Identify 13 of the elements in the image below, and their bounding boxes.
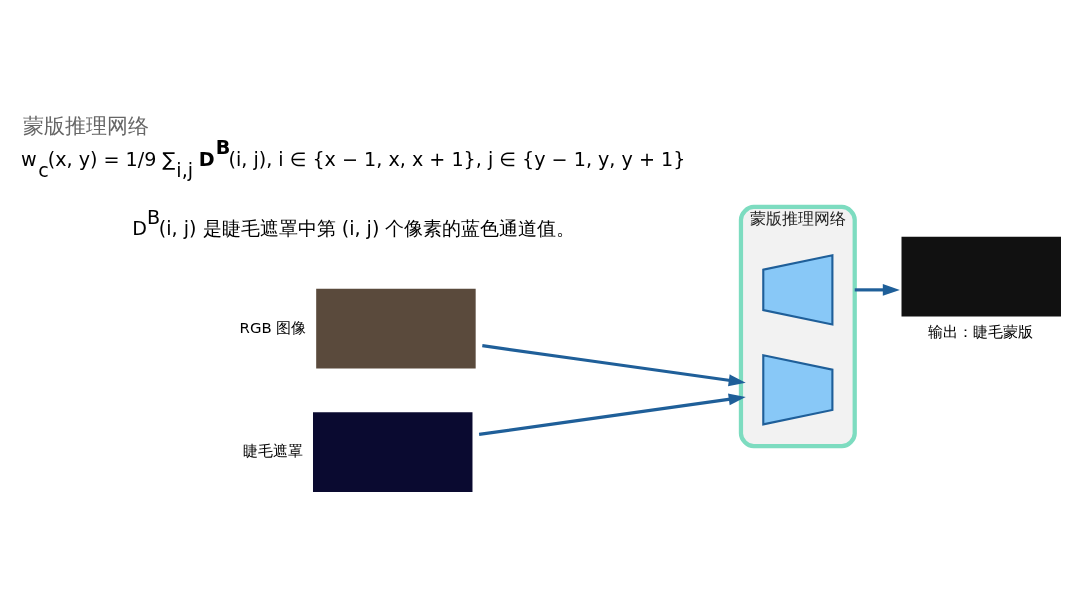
- node-label: 输出：睫毛蒙版: [928, 322, 1034, 341]
- node-trapezoid: [762, 253, 834, 326]
- node-box: [901, 236, 1061, 316]
- arrow: [482, 343, 746, 386]
- diagram-title: 蒙版推理网络: [22, 112, 149, 138]
- node-label: 睫毛遮罩: [242, 441, 303, 460]
- node-box: [313, 411, 473, 492]
- node-label: RGB 图像: [239, 318, 307, 337]
- arrow: [478, 392, 746, 436]
- node-box: [316, 288, 476, 369]
- cluster: 蒙版推理网络: [738, 204, 857, 448]
- node-trapezoid: [762, 353, 834, 426]
- arrow: [854, 283, 900, 296]
